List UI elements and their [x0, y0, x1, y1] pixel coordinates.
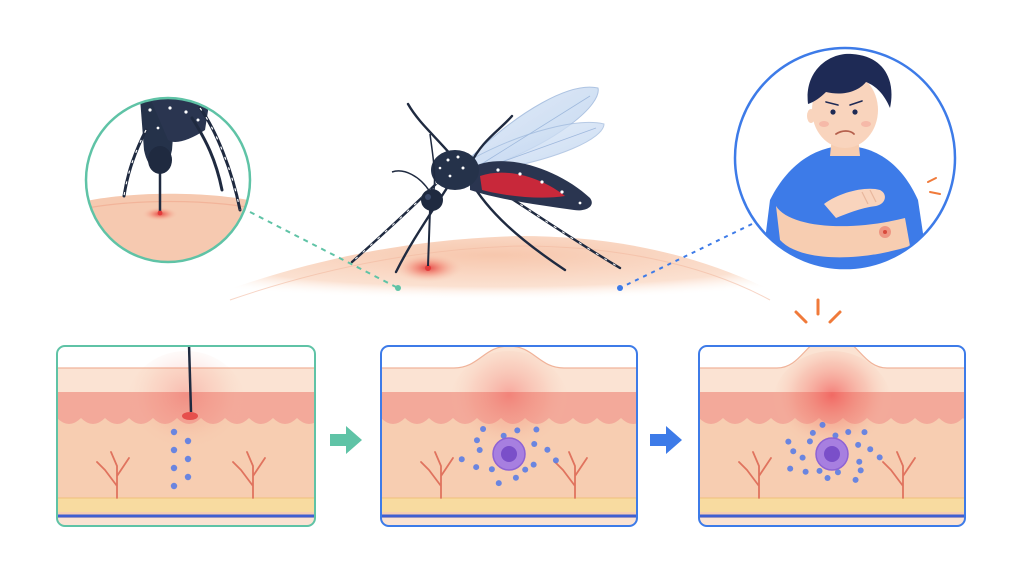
skin-surface: [200, 236, 790, 301]
stage-swelling: [698, 345, 966, 527]
connector-person: [619, 223, 753, 289]
alert-burst-icon: [794, 298, 842, 324]
zoom-person-scratching-circle: [733, 46, 957, 270]
skin-stage-panels: [56, 345, 966, 527]
stage-bite: [56, 345, 316, 527]
arrow-right-icon: [330, 426, 362, 454]
arrow-right-icon: [650, 426, 682, 454]
zoom-bite-circle: [84, 96, 252, 264]
mosquito-icon: [350, 86, 622, 274]
stage-immune: [380, 345, 638, 527]
connector-bite: [249, 211, 399, 289]
